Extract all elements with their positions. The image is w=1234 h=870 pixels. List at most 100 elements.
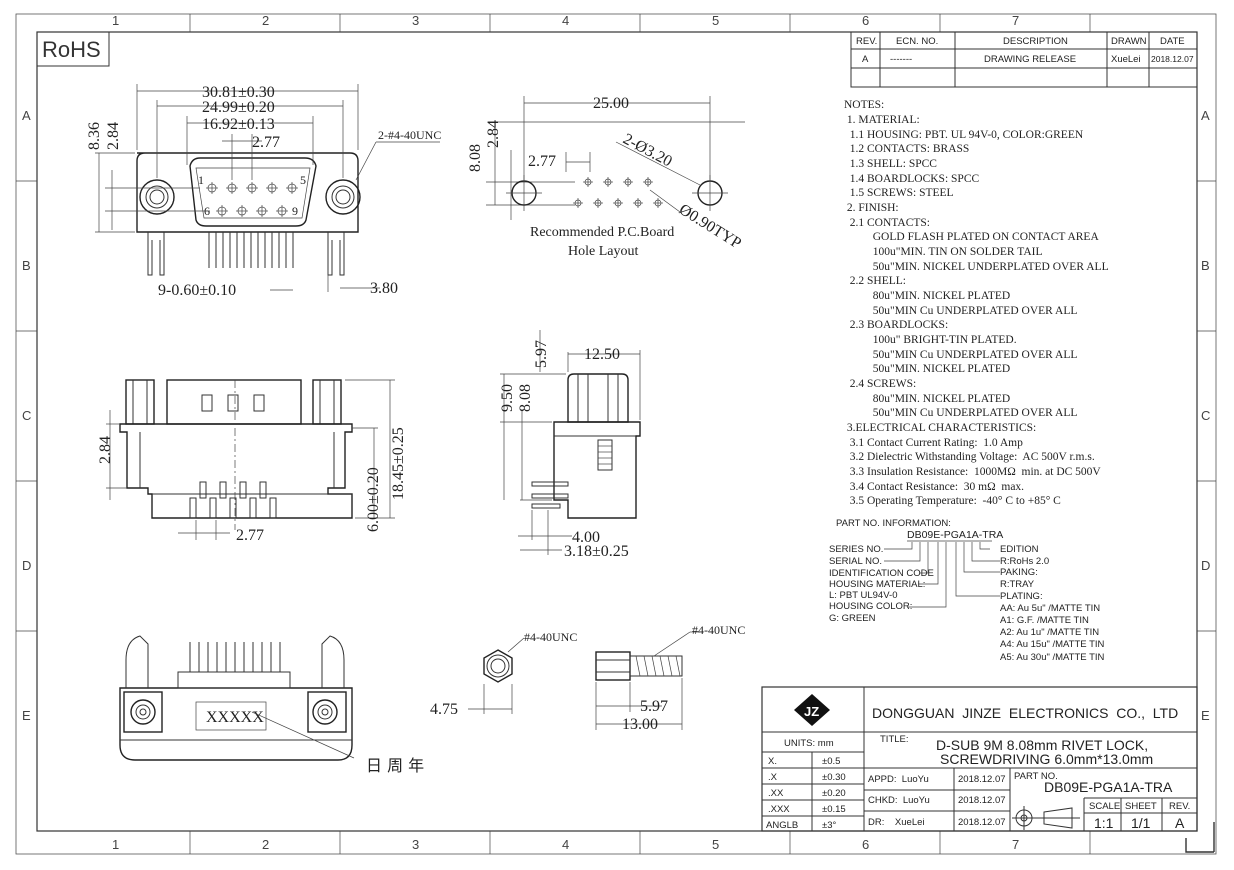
dim-side-808: 8.08 [517,384,534,412]
dim-hole-pitch-25: 25.00 [593,95,629,112]
drawing-title-line2: SCREWDRIVING 6.0mm*13.0mm [940,751,1153,767]
row-label: A [1201,108,1210,123]
top-view: 1 5 6 9 30.81±0.30 24.99±0.20 16.92±0.13… [86,84,441,299]
company-logo: JZ [794,694,830,726]
dim-row-284: 2.84 [105,122,122,150]
part-code-plating: PLATING: [1000,591,1043,602]
dim-shell-width: 16.92±0.13 [202,116,275,133]
note-line: GOLD FLASH PLATED ON CONTACT AREA [844,231,1099,243]
dr-signature: DR: XueLei [868,817,925,828]
note-line: 2. FINISH: [844,202,899,214]
dim-pcb-284: 2.84 [485,120,502,148]
dim-pin-dia: 9-0.60±0.10 [158,282,236,299]
tol-label: ANGLB [766,820,798,831]
note-line: 2.3 BOARDLOCKS: [844,319,948,331]
note-line: 100u" BRIGHT-TIN PLATED. [844,334,1017,346]
part-code-id: IDENTIFICATION CODE [829,568,934,579]
side-view: 5.97 12.50 9.50 8.08 4.00 3.18±0.25 [499,330,641,560]
dim-pcb-808: 8.08 [467,144,484,172]
bottom-view: XXXXX 日 周 年 [119,635,424,775]
dim-pin-pitch: 2.77 [252,134,280,151]
col-label: 6 [862,13,869,28]
dim-mount-hole: 2-Ø3.20 [620,131,675,171]
front-view: 2.84 6.00±0.20 18.45±0.25 2.77 [97,379,407,544]
part-code-rohs: R:RoHs 2.0 [1000,556,1049,567]
note-line: 2.4 SCREWS: [844,378,916,390]
dim-side-597: 5.97 [533,340,550,368]
row-label: E [1201,708,1210,723]
frame-row-labels: A B C D E A B C D E [22,108,1210,723]
note-line: 2.2 SHELL: [844,275,906,287]
note-line: 3.3 Insulation Resistance: 1000MΩ min. a… [844,466,1101,478]
pcb-layout-view: 25.00 8.08 2.84 2.77 2-Ø3.20 Ø0.90TYP Re… [467,95,745,259]
note-line: 3.ELECTRICAL CHARACTERISTICS: [844,422,1036,434]
dim-height-836: 8.36 [86,122,103,150]
rev-header: REV. [1169,801,1190,812]
rev-cell-desc: DRAWING RELEASE [984,54,1076,65]
col-label: 2 [262,837,269,852]
rev-header-date: DATE [1160,36,1185,47]
rohs-mark: RoHS [42,37,101,62]
part-number: DB09E-PGA1A-TRA [1044,779,1173,795]
rev-header-rev: REV. [856,36,877,47]
screw-view: #4-40UNC 5.97 13.00 [595,623,745,733]
corner-marks [1185,822,1215,853]
drawing-title-line1: D-SUB 9M 8.08mm RIVET LOCK, [936,737,1148,753]
sheet-header: SHEET [1125,801,1157,812]
note-line: 80u"MIN. NICKEL PLATED [844,290,1010,302]
part-code-plating-a5: A5: Au 30u" /MATTE TIN [1000,652,1105,663]
dim-screw-pitch: 24.99±0.20 [202,99,275,116]
part-code-packing: PAKING: [1000,567,1038,578]
dim-front-1845: 18.45±0.25 [390,427,407,500]
dim-side-318: 3.18±0.25 [564,543,629,560]
chkd-date: 2018.12.07 [958,795,1006,806]
frame-col-labels: 1 2 3 4 5 6 7 1 2 3 4 5 6 7 [112,13,1019,852]
dim-screw-1300: 13.00 [622,716,658,733]
tol-label: X. [768,756,777,767]
dim-front-284: 2.84 [97,436,114,464]
part-code-color-val: G: GREEN [829,613,876,624]
pin-label-9: 9 [292,204,298,218]
dim-front-277: 2.77 [236,527,264,544]
rev-value: A [1175,815,1185,831]
tol-label: .XX [768,788,784,799]
tol-value: ±0.5 [822,756,840,767]
note-line: 1.3 SHELL: SPCC [844,158,937,170]
dim-side-950: 9.50 [499,384,516,412]
part-code-color: HOUSING COLOR: [829,601,912,612]
appd-date: 2018.12.07 [958,774,1006,785]
pcb-caption-2: Hole Layout [568,244,638,259]
row-label: A [22,108,31,123]
col-label: 5 [712,837,719,852]
col-label: 5 [712,13,719,28]
pin-markers [206,182,298,217]
tol-value: ±0.30 [822,772,846,783]
dr-date: 2018.12.07 [958,817,1006,828]
rev-cell-date: 2018.12.07 [1151,54,1194,64]
part-code-plating-a1: A1: G.F. /MATTE TIN [1000,615,1089,626]
row-label: D [1201,558,1210,573]
note-line: 2.1 CONTACTS: [844,217,930,229]
hex-nut-view: #4-40UNC 4.75 [430,630,577,718]
logo-glyph-icon: JZ [804,704,819,719]
company-name: DONGGUAN JINZE ELECTRONICS CO., LTD [872,705,1178,721]
product-marking: XXXXX [206,709,264,726]
row-label: C [22,408,31,423]
note-line: 1.2 CONTACTS: BRASS [844,143,969,155]
part-code-plating-aa: AA: Au 5u" /MATTE TIN [1000,603,1100,614]
note-line: NOTES: [844,99,884,111]
rev-cell-rev: A [862,54,869,65]
row-label: B [22,258,31,273]
note-line: 50u"MIN Cu UNDERPLATED OVER ALL [844,349,1077,361]
tol-label: .XXX [768,804,790,815]
row-label: C [1201,408,1210,423]
col-label: 4 [562,13,569,28]
rohs-box [36,31,110,67]
dim-nut-475: 4.75 [430,701,458,718]
note-line: 3.1 Contact Current Rating: 1.0 Amp [844,437,1023,449]
note-line: 50u"MIN. NICKEL PLATED [844,363,1010,375]
part-number-info: PART NO. INFORMATION: DB09E-PGA1A-TRA SE… [829,518,1105,663]
part-info-number: DB09E-PGA1A-TRA [907,529,1003,541]
col-label: 7 [1012,13,1019,28]
